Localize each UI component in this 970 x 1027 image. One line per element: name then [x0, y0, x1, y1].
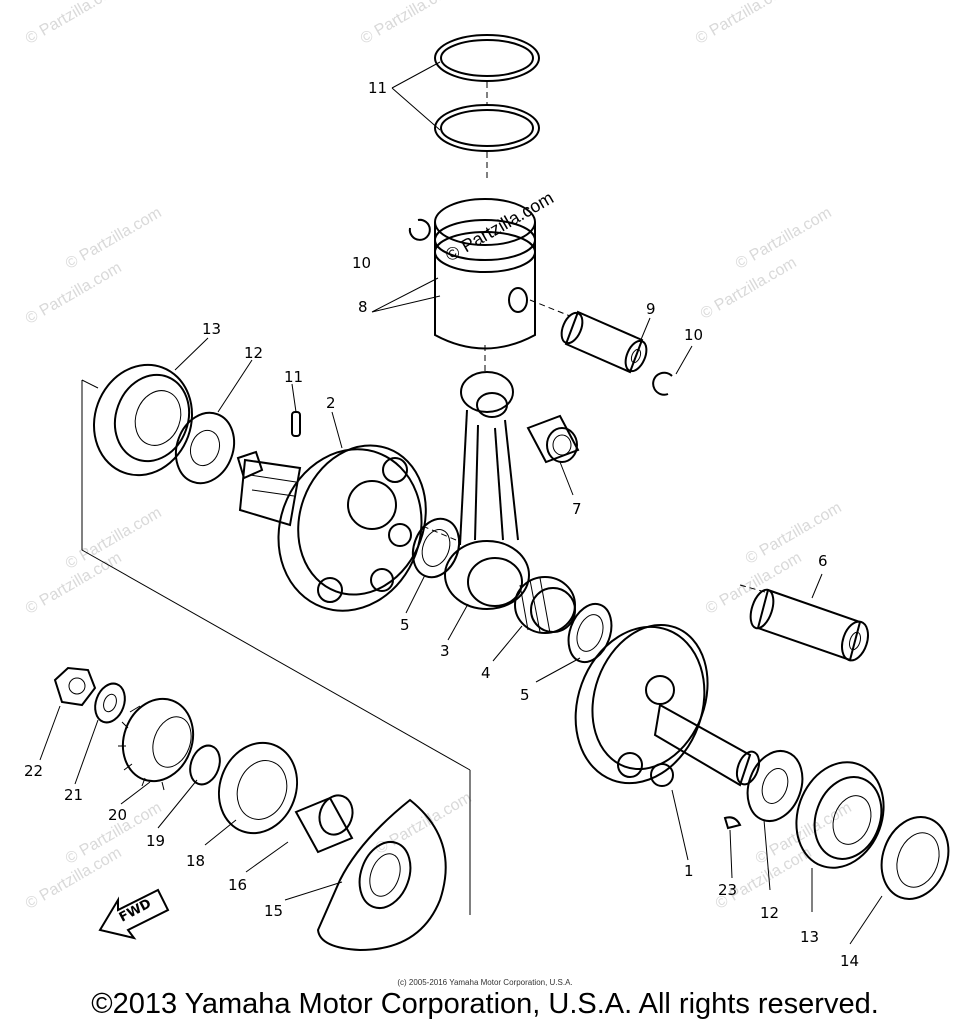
- small-copyright: (c) 2005-2016 Yamaha Motor Corporation, …: [397, 978, 573, 987]
- gear: [118, 697, 195, 791]
- callout-5: 5: [400, 616, 410, 634]
- piston-pin: [560, 310, 648, 374]
- callout-19: 19: [146, 832, 165, 850]
- callout-12: 12: [760, 904, 779, 922]
- crank-pin: [739, 584, 869, 662]
- bearing-top-left: [92, 363, 194, 477]
- crankshaft-left: [236, 444, 427, 612]
- callout-9: 9: [646, 300, 656, 318]
- callout-4: 4: [481, 664, 491, 682]
- clip: [408, 218, 431, 241]
- needle-bearing-small: [526, 414, 580, 464]
- callout-3: 3: [440, 642, 450, 660]
- washer-right: [746, 750, 804, 822]
- clip: [652, 371, 673, 396]
- bearing-lower: [217, 741, 299, 835]
- thrust-washer: [567, 602, 613, 664]
- callout-18: 18: [186, 852, 205, 870]
- needle-bearing-big: [514, 576, 576, 634]
- callout-10: 10: [684, 326, 703, 344]
- collar: [294, 794, 354, 854]
- callout-13: 13: [800, 928, 819, 946]
- washer-lower: [94, 682, 126, 724]
- callout-10: 10: [352, 254, 371, 272]
- callout-7: 7: [572, 500, 582, 518]
- connecting-rod: [419, 371, 530, 610]
- thrust-washer: [411, 517, 461, 579]
- crankshaft-right: [574, 623, 761, 787]
- callout-15: 15: [264, 902, 283, 920]
- callout-23: 23: [718, 881, 737, 899]
- washer-top-left: [174, 411, 236, 485]
- callout-8: 8: [358, 298, 368, 316]
- fwd-arrow-icon: FWD: [98, 888, 170, 940]
- assembly-outline: [81, 379, 471, 915]
- callout-6: 6: [818, 552, 828, 570]
- woodruff-key: [723, 816, 742, 830]
- callout-14: 14: [840, 952, 859, 970]
- piston: [434, 198, 571, 372]
- callout-1: 1: [684, 862, 694, 880]
- nut: [53, 666, 97, 707]
- circlip: [189, 744, 221, 786]
- leader-lines: [39, 61, 883, 945]
- callout-22: 22: [24, 762, 43, 780]
- callout-11: 11: [368, 79, 387, 97]
- callout-20: 20: [108, 806, 127, 824]
- dowel-pin: [291, 411, 301, 437]
- piston-rings: [434, 34, 540, 180]
- callout-12: 12: [244, 344, 263, 362]
- crank-plate: [316, 798, 447, 952]
- callout-21: 21: [64, 786, 83, 804]
- callout-2: 2: [326, 394, 336, 412]
- callout-5: 5: [520, 686, 530, 704]
- callout-13: 13: [202, 320, 221, 338]
- callout-16: 16: [228, 876, 247, 894]
- callout-11: 11: [284, 368, 303, 386]
- copyright: ©2013 Yamaha Motor Corporation, U.S.A. A…: [91, 988, 879, 1020]
- bearing-right: [795, 761, 885, 869]
- oil-seal: [880, 816, 950, 900]
